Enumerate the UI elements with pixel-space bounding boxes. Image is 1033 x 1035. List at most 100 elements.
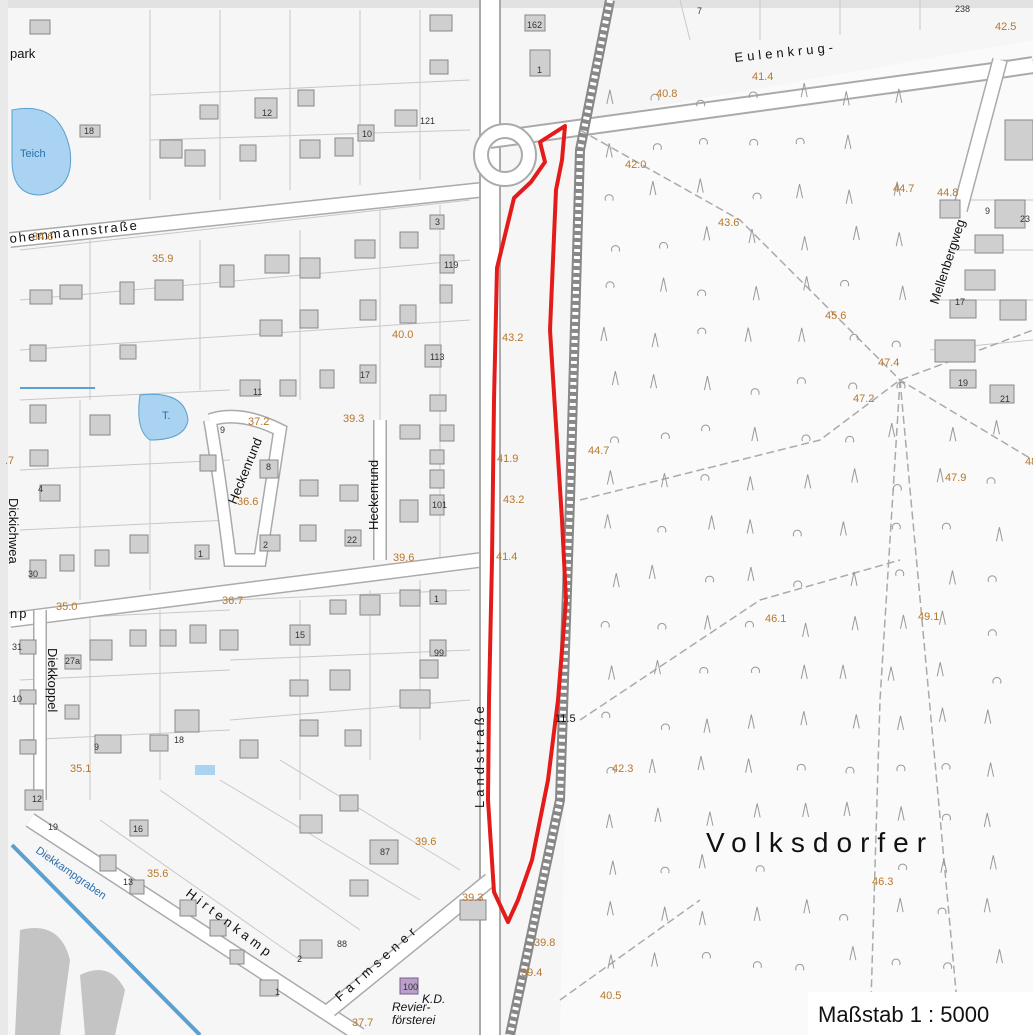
forest-symbol xyxy=(796,377,806,384)
house-number: 9 xyxy=(985,206,990,216)
revier-label-2: försterei xyxy=(392,1013,436,1027)
forest-symbol xyxy=(660,866,670,874)
forest-symbol xyxy=(938,610,946,625)
house-number: 8 xyxy=(266,462,271,472)
elevation-labels: 42.5 41.4 40.8 42.0 44.7 44.8 43.6 45.6 … xyxy=(5,21,1033,1029)
forest-symbol xyxy=(746,476,754,491)
forest-symbol xyxy=(802,622,810,638)
forest-symbol xyxy=(845,435,855,443)
forest-symbol xyxy=(648,564,656,580)
elevation-label: 36.6 xyxy=(237,496,258,508)
forest-symbol xyxy=(796,184,804,199)
forest-symbol xyxy=(657,622,667,630)
street-diekkoppel-label: Diekkoppel xyxy=(45,648,60,712)
forest-symbol xyxy=(987,629,997,636)
forest-symbol xyxy=(606,901,614,916)
forest-symbol xyxy=(609,860,617,875)
forest-symbol xyxy=(803,276,811,291)
house-number: 87 xyxy=(380,847,390,857)
forest-symbol xyxy=(891,958,901,966)
forest-symbol xyxy=(699,666,709,674)
forest-symbol xyxy=(700,474,710,481)
forest-symbol xyxy=(984,709,992,724)
forest-symbol xyxy=(896,764,906,772)
house-number: 17 xyxy=(360,370,370,380)
forest-symbol xyxy=(606,89,614,104)
house-number: 1 xyxy=(434,594,439,604)
house-number: 18 xyxy=(174,735,184,745)
house-number: 9 xyxy=(94,742,99,752)
house-number: 4 xyxy=(38,484,43,494)
forest-symbol xyxy=(606,470,614,485)
elevation-label: 35.1 xyxy=(70,763,91,775)
forest-symbol xyxy=(660,723,670,731)
forest-symbol xyxy=(987,762,995,777)
forest-symbol xyxy=(607,954,615,969)
forest-symbol xyxy=(697,755,705,771)
forest-symbol xyxy=(800,664,808,679)
forest-symbol xyxy=(949,427,957,442)
house-number: 1 xyxy=(537,65,542,75)
house-number: 101 xyxy=(432,500,447,510)
house-number: 13 xyxy=(123,877,133,887)
elevation-label: 48.6 xyxy=(1025,456,1033,468)
forest-area xyxy=(560,40,1033,1035)
forest-symbol xyxy=(703,376,711,391)
elevation-label: 44.7 xyxy=(893,183,914,195)
forest-symbol xyxy=(604,194,614,201)
forest-symbol xyxy=(937,907,947,915)
forest-symbols xyxy=(600,82,1003,971)
house-number: 10 xyxy=(12,694,22,704)
forest-symbol xyxy=(701,951,711,959)
forest-symbol xyxy=(696,178,704,193)
scale-box xyxy=(808,992,1033,1035)
forest-symbol xyxy=(704,615,712,630)
house-number: 31 xyxy=(12,642,22,652)
street-heckenrund-2-label: Heckenrund xyxy=(366,460,381,530)
forest-symbol xyxy=(747,714,755,729)
forest-symbol xyxy=(744,327,752,342)
house-number: 9 xyxy=(220,425,225,435)
forest-symbol xyxy=(611,245,620,252)
forest-symbol xyxy=(651,952,659,967)
forest-symbol xyxy=(750,388,760,395)
forest-symbol xyxy=(803,899,811,914)
forest-symbol xyxy=(851,616,859,631)
forest-symbol xyxy=(983,812,991,828)
house-number: 30 xyxy=(28,569,38,579)
forest-symbol xyxy=(698,137,708,145)
forest-symbol xyxy=(604,514,612,529)
project-boundary[interactable] xyxy=(486,124,568,924)
forest-symbol xyxy=(706,811,714,826)
left-border xyxy=(0,0,8,1035)
forest-symbol xyxy=(992,420,1000,435)
forest-symbol xyxy=(697,327,707,335)
street-dickichweg-label: Dickichwea xyxy=(6,498,21,565)
house-number: 88 xyxy=(337,939,347,949)
forest-symbol xyxy=(605,814,613,829)
forest-symbol xyxy=(802,802,810,818)
forest-symbol xyxy=(653,660,661,675)
scale-label: Maßstab 1 : 5000 xyxy=(818,1002,989,1027)
forest-symbol xyxy=(804,474,812,489)
forest-symbol xyxy=(948,570,956,585)
forest-symbol xyxy=(983,898,991,913)
forest-symbol xyxy=(943,962,953,970)
forest-symbol xyxy=(611,371,619,386)
elevation-label: 40.5 xyxy=(600,990,621,1002)
forest-symbol xyxy=(839,521,847,536)
house-number: 21 xyxy=(1000,394,1010,404)
forest-symbol xyxy=(996,949,1003,964)
forest-symbol xyxy=(651,332,659,348)
elevation-label: 43.2 xyxy=(502,332,523,344)
house-number: 121 xyxy=(420,116,435,126)
park-label: park xyxy=(10,46,36,61)
house-number: 19 xyxy=(958,378,968,388)
forestry-office-building xyxy=(399,977,419,995)
forest-symbol xyxy=(752,961,762,968)
forest-symbol xyxy=(703,226,711,241)
house-number: 12 xyxy=(262,108,272,118)
forest-symbol xyxy=(850,571,858,587)
forest-symbol xyxy=(708,515,716,530)
